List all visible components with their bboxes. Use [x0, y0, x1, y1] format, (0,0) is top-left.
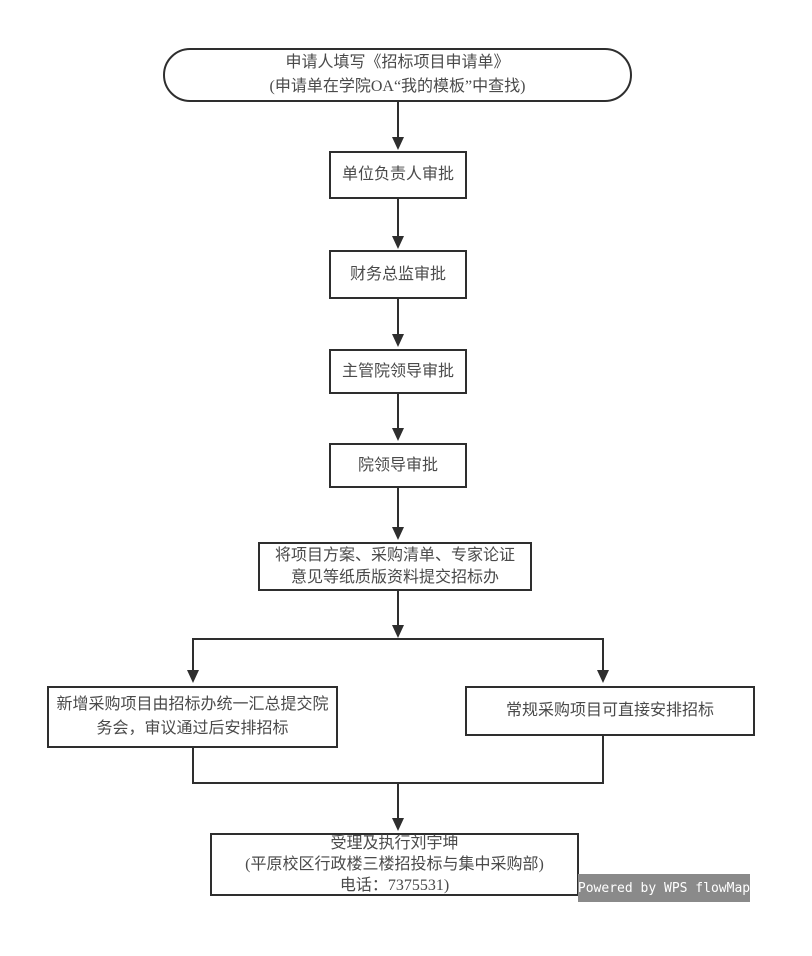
node-text-line: 财务总监审批 [349, 265, 446, 283]
node-text-line: 电话：7375531) [339, 877, 450, 894]
node-text-line: 院领导审批 [357, 456, 438, 474]
edge-supervising-dean-to-dean [392, 394, 404, 441]
node-text-line: (申请单在学院OA“我的模板”中查找) [269, 78, 526, 95]
node-start: 申请人填写《招标项目申请单》 (申请单在学院OA“我的模板”中查找) [163, 48, 632, 102]
node-dean-approval: 院领导审批 [329, 443, 467, 488]
node-text-line: 主管院领导审批 [341, 362, 454, 380]
node-text-line: 单位负责人审批 [341, 166, 454, 183]
node-submit-materials: 将项目方案、采购清单、专家论证 意见等纸质版资料提交招标办 [258, 542, 532, 591]
node-regular-procurement: 常规采购项目可直接安排招标 [465, 686, 755, 736]
node-text-line: 将项目方案、采购清单、专家论证 [274, 546, 515, 564]
watermark-text: Powered by WPS flowMap [577, 880, 751, 896]
node-text-line: (平原校区行政楼三楼招投标与集中采购部) [245, 856, 544, 873]
node-unit-leader-approval: 单位负责人审批 [329, 151, 467, 199]
edge-start-to-unit-leader [392, 102, 404, 150]
edge-merge-to-handler [392, 783, 404, 831]
edge-submit-materials-to-branch [392, 591, 404, 638]
edge-branch-to-regular-procurement [597, 638, 609, 683]
node-text-line: 受理及执行刘宇坤 [330, 835, 459, 852]
node-text-line: 意见等纸质版资料提交招标办 [290, 568, 499, 586]
wps-flowmap-watermark: Powered by WPS flowMap [578, 874, 750, 902]
edge-dean-to-submit-materials [392, 488, 404, 540]
node-text-line: 务会，审议通过后安排招标 [96, 720, 289, 737]
node-text-line: 常规采购项目可直接安排招标 [505, 702, 714, 719]
edge-finance-director-to-supervising-dean [392, 299, 404, 347]
node-text-line: 申请人填写《招标项目申请单》 [285, 54, 510, 71]
node-finance-director-approval: 财务总监审批 [329, 250, 467, 299]
node-new-procurement: 新增采购项目由招标办统一汇总提交院 务会，审议通过后安排招标 [47, 686, 338, 748]
node-text-line: 新增采购项目由招标办统一汇总提交院 [56, 696, 329, 713]
edge-unit-leader-to-finance-director [392, 199, 404, 249]
edge-branch-to-new-procurement [187, 638, 199, 683]
node-supervising-dean-approval: 主管院领导审批 [329, 349, 467, 394]
node-handler-contact: 受理及执行刘宇坤 (平原校区行政楼三楼招投标与集中采购部) 电话：7375531… [210, 833, 579, 896]
